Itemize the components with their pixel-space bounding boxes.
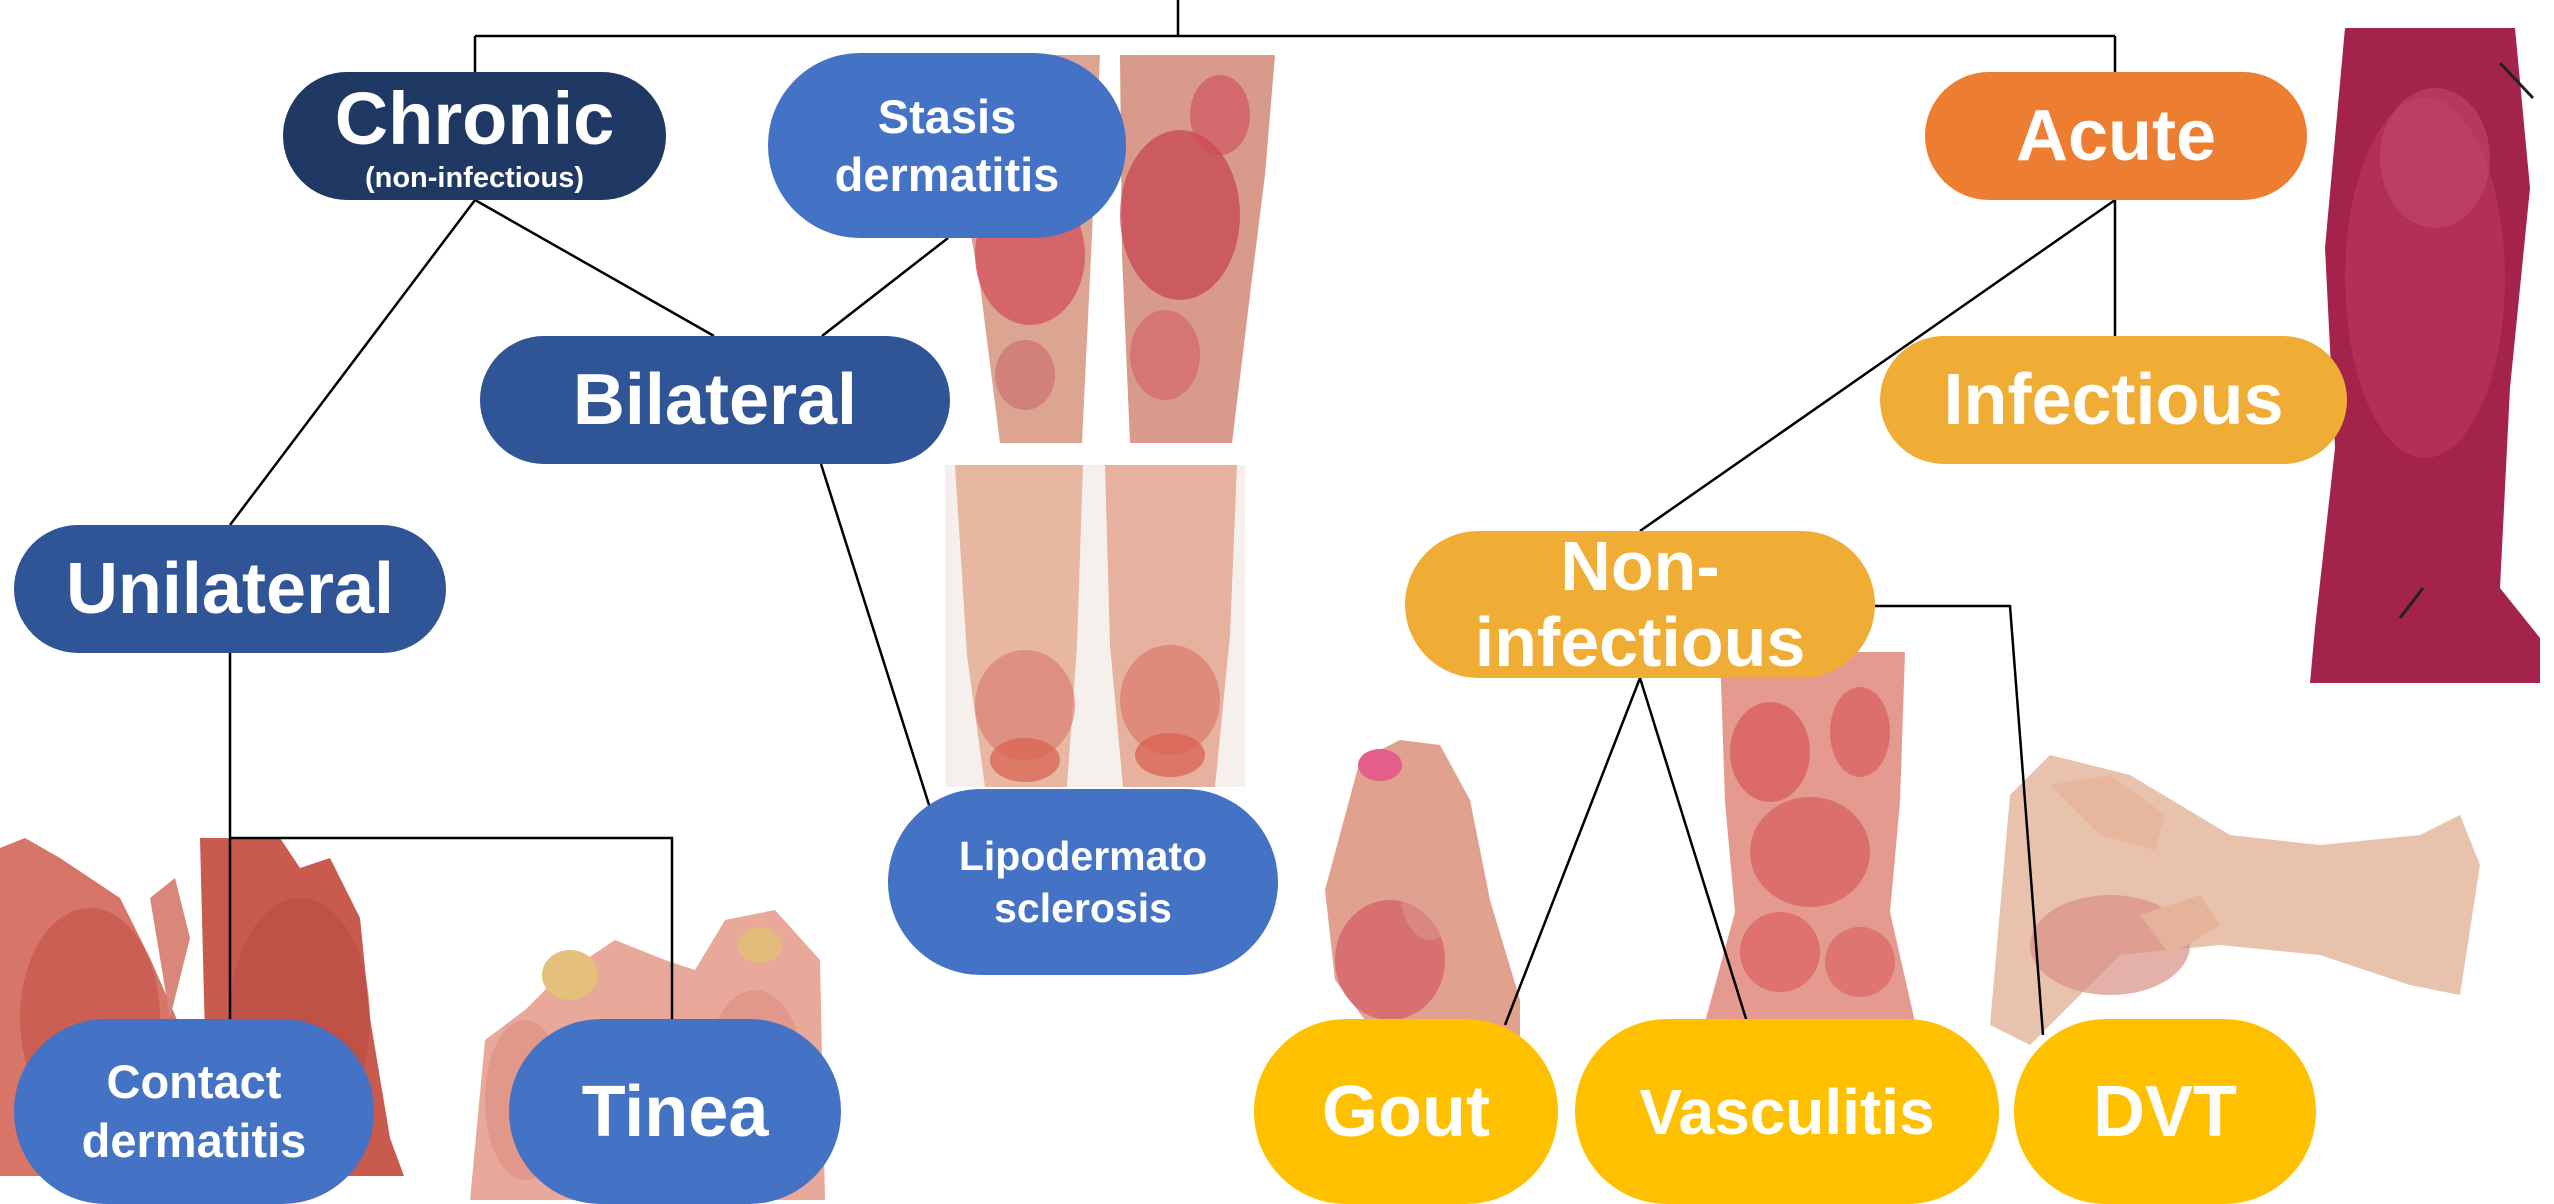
vasculitis-label: Vasculitis [1639, 1080, 1934, 1144]
gout-node: Gout [1254, 1019, 1558, 1204]
stasis-dermatitis-line1: Stasis [878, 88, 1016, 145]
contact-dermatitis-node: Contact dermatitis [14, 1019, 374, 1204]
cellulitis-leg-photo [2305, 28, 2545, 683]
stasis-dermatitis-line2: dermatitis [835, 146, 1060, 203]
non-infectious-node: Non- infectious [1405, 531, 1875, 678]
unilateral-label: Unilateral [66, 553, 394, 625]
gout-label: Gout [1322, 1076, 1490, 1148]
dvt-leg-photo [1990, 755, 2480, 1045]
infectious-node: Infectious [1880, 336, 2347, 464]
unilateral-node: Unilateral [14, 525, 446, 653]
acute-node: Acute [1925, 72, 2307, 200]
non-infectious-line2: infectious [1475, 605, 1806, 681]
infectious-label: Infectious [1943, 364, 2283, 436]
lipodermatosclerosis-legs-photo [945, 465, 1245, 787]
lipodermatosclerosis-line2: sclerosis [994, 882, 1172, 934]
tinea-node: Tinea [509, 1019, 841, 1204]
dvt-label: DVT [2093, 1076, 2237, 1148]
lipodermatosclerosis-node: Lipodermato sclerosis [888, 789, 1278, 975]
chronic-sublabel: (non-infectious) [365, 164, 584, 193]
tinea-label: Tinea [582, 1076, 769, 1148]
chronic-node: Chronic (non-infectious) [283, 72, 666, 200]
stasis-dermatitis-node: Stasis dermatitis [768, 53, 1126, 238]
dvt-node: DVT [2014, 1019, 2316, 1204]
bilateral-label: Bilateral [573, 364, 857, 436]
non-infectious-line1: Non- [1560, 529, 1719, 605]
contact-dermatitis-line2: dermatitis [82, 1112, 307, 1171]
acute-label: Acute [2016, 100, 2216, 172]
vasculitis-node: Vasculitis [1575, 1019, 1999, 1204]
gout-foot-photo [1320, 740, 1520, 1040]
lipodermatosclerosis-line1: Lipodermato [959, 830, 1207, 882]
chronic-label: Chronic [335, 82, 615, 156]
contact-dermatitis-line1: Contact [107, 1053, 282, 1112]
vasculitis-ankle-photo [1690, 652, 1930, 1022]
bilateral-node: Bilateral [480, 336, 950, 464]
